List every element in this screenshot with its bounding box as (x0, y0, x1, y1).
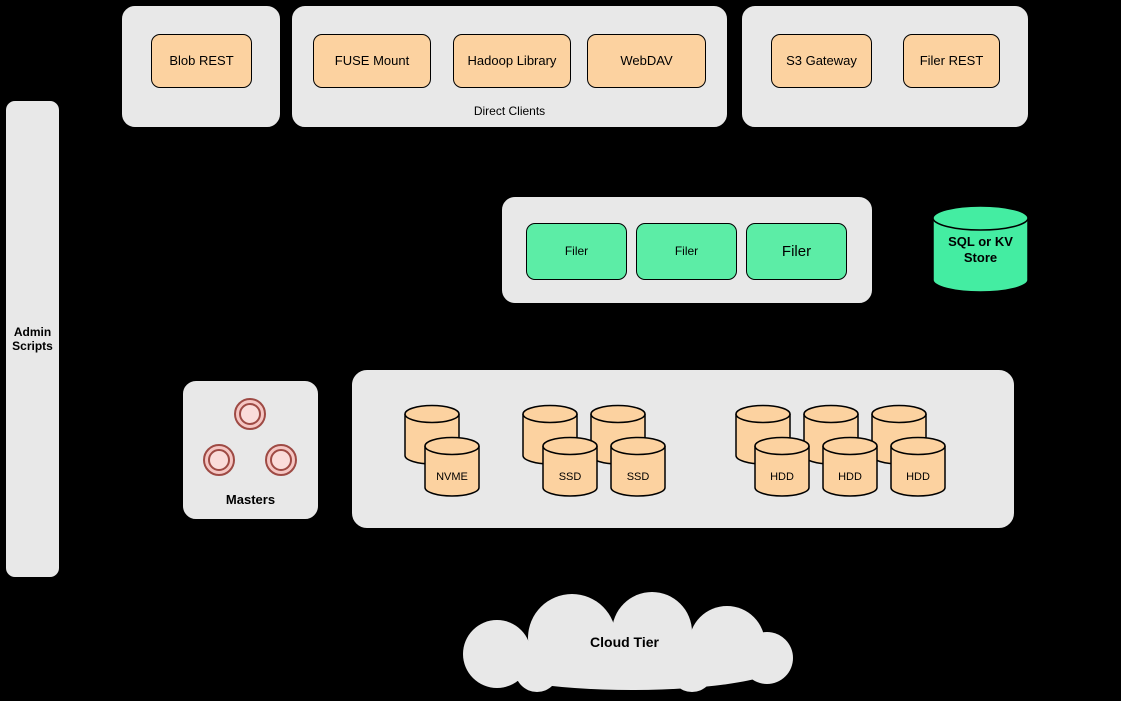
s3-gateway-node: S3 Gateway (771, 34, 872, 88)
hdd-disk-cylinder: HDD (822, 436, 878, 497)
cloud-tier-shape: Cloud Tier (437, 588, 812, 698)
hdd-disk-cylinder: HDD (890, 436, 946, 497)
direct-clients-group: FUSE Mount Hadoop Library WebDAV Direct … (291, 5, 728, 128)
filer-node: Filer (746, 223, 847, 280)
disk-label: SSD (627, 471, 650, 483)
webdav-node: WebDAV (587, 34, 706, 88)
gateway-group: S3 Gateway Filer REST (741, 5, 1029, 128)
cloud-icon (462, 591, 794, 693)
disk-label: HDD (838, 471, 862, 483)
master-node-icon (203, 444, 235, 476)
filer-cluster-group: Filer Filer Filer (501, 196, 873, 304)
hadoop-library-node: Hadoop Library (453, 34, 571, 88)
masters-label: Masters (225, 492, 276, 507)
database-cylinder-icon (932, 205, 1029, 293)
blob-rest-group: Blob REST (121, 5, 281, 128)
filer-node: Filer (636, 223, 737, 280)
masters-group: Masters (182, 380, 319, 520)
blob-rest-node: Blob REST (151, 34, 252, 88)
master-node-icon (265, 444, 297, 476)
sql-kv-store-cylinder: SQL or KV Store (931, 204, 1030, 296)
master-node-icon (234, 398, 266, 430)
disk-label: HDD (906, 471, 930, 483)
disk-label: HDD (770, 471, 794, 483)
nvme-disk-cylinder-back (404, 404, 460, 465)
nvme-disk-cylinder: NVME (424, 436, 480, 497)
hdd-disk-cylinder: HDD (754, 436, 810, 497)
filer-node: Filer (526, 223, 627, 280)
admin-scripts-panel: Admin Scripts (5, 100, 60, 578)
fuse-mount-node: FUSE Mount (313, 34, 431, 88)
ssd-disk-cylinder: SSD (542, 436, 598, 497)
sql-kv-store-label: SQL or KV Store (948, 234, 1013, 266)
direct-clients-caption: Direct Clients (473, 104, 546, 118)
cloud-tier-label: Cloud Tier (590, 634, 659, 650)
filer-rest-node: Filer REST (903, 34, 1000, 88)
ssd-disk-cylinder: SSD (610, 436, 666, 497)
volume-servers-group: NVME SSD SSD (351, 369, 1015, 529)
disk-label: NVME (436, 471, 468, 483)
disk-label: SSD (559, 471, 582, 483)
